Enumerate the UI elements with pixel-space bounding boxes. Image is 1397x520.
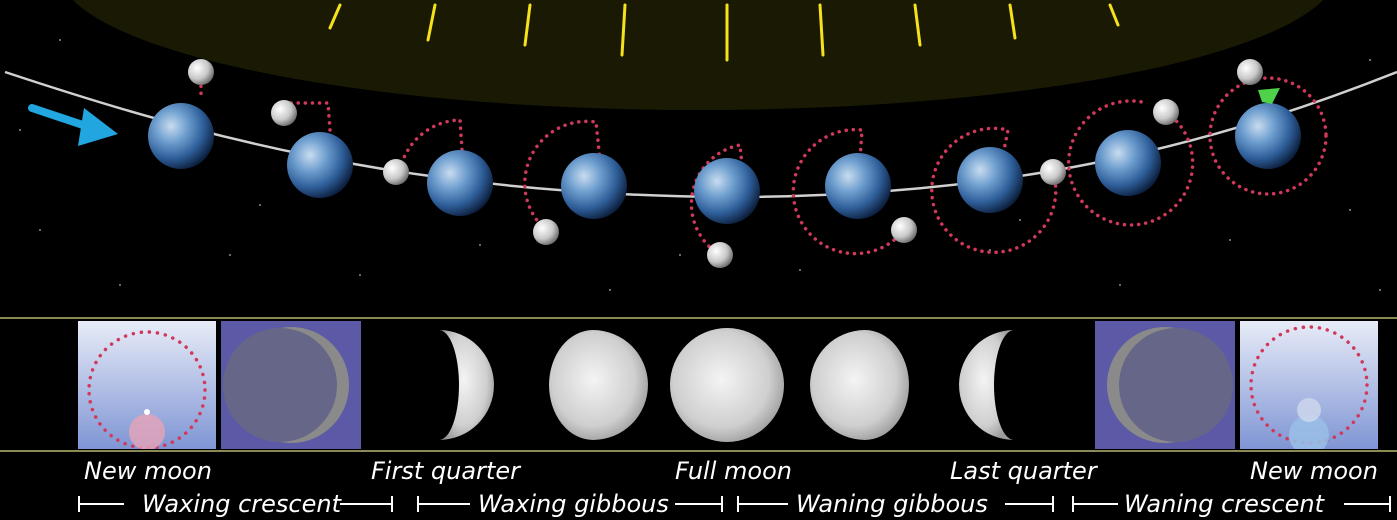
interval-bracket-waxing-crescent: [78, 496, 393, 512]
moon-icon: [707, 242, 733, 268]
phase-label-new-moon-start: New moon: [84, 457, 212, 485]
moon-phase-image: [549, 330, 648, 440]
star-field: [19, 39, 1381, 291]
phase-label-last-quarter: Last quarter: [950, 457, 1099, 485]
earth-icon: [561, 153, 627, 219]
moon-icon: [188, 59, 214, 85]
moon-icon: [1237, 59, 1263, 85]
phase-label-new-moon-end: New moon: [1250, 457, 1378, 485]
interval-bracket-waxing-gibbous: [417, 496, 723, 512]
earth-icon: [427, 150, 493, 216]
interval-bracket-waning-gibbous: [737, 496, 1054, 512]
moon-phase-image: [78, 321, 216, 449]
sun-rays: [328, 3, 1120, 62]
phase-label-full-moon: Full moon: [675, 457, 792, 485]
earth-icon: [148, 103, 214, 169]
moon-sequence: [188, 59, 1263, 268]
moon-phase-image: [670, 328, 784, 442]
direction-arrow-icon: [28, 104, 118, 146]
interval-label-waxing-gibbous: Waxing gibbous: [478, 490, 669, 518]
moon-orbit-arc-5: [689, 142, 744, 257]
interval-label-waning-gibbous: Waning gibbous: [796, 490, 988, 518]
moon-orbit-arc-4: [523, 119, 602, 232]
moon-orbit-arc-9: [1208, 76, 1328, 196]
moon-phase-image: [1240, 321, 1378, 449]
sun-glow: [72, 0, 1324, 110]
moon-icon: [891, 217, 917, 243]
moon-phase-image: [221, 321, 361, 449]
interval-label-waxing-crescent: Waxing crescent: [142, 490, 343, 518]
earth-icon: [287, 132, 353, 198]
moon-orbit-arc-7: [930, 126, 1058, 255]
moon-phase-image: [1095, 321, 1235, 449]
moon-orbit-arc-2: [282, 101, 332, 132]
phase-label-first-quarter: First quarter: [371, 457, 522, 485]
earth-sequence: [148, 103, 1301, 224]
earth-icon: [825, 153, 891, 219]
moon-icon: [1040, 159, 1066, 185]
moon-icon: [533, 219, 559, 245]
earth-icon: [1235, 103, 1301, 169]
earth-icon: [957, 147, 1023, 213]
moon-icon: [271, 100, 297, 126]
moon-orbit-arc-8: [1066, 99, 1195, 227]
moon-icon: [383, 159, 409, 185]
moon-icon: [1153, 99, 1179, 125]
moon-phase-image: [959, 330, 1014, 440]
earth-icon: [694, 158, 760, 224]
earth-icon: [1095, 130, 1161, 196]
moon-phase-image: [439, 330, 494, 440]
moon-phase-image: [810, 330, 909, 440]
interval-bracket-waning-crescent: [1072, 496, 1391, 512]
observer-marker: [1258, 88, 1280, 104]
moon-orbit-arc-3: [398, 118, 464, 172]
interval-label-waning-crescent: Waning crescent: [1124, 490, 1326, 518]
